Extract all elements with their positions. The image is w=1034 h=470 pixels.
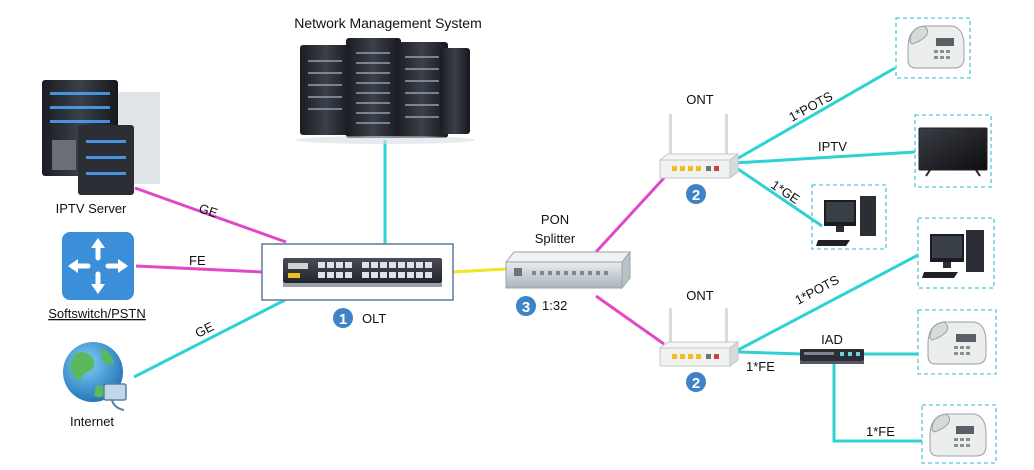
link-ont-top-tv: [734, 150, 916, 165]
ont-bottom-badge: 2: [686, 372, 706, 392]
pc-2-icon: [922, 230, 984, 278]
link-iad-phone-3: [832, 363, 922, 443]
link-softswitch-olt: [135, 264, 263, 274]
link-label-iad-phone-3: 1*FE: [866, 424, 895, 439]
link-iptv-olt: [134, 186, 287, 244]
ont-bottom-badge-number: 2: [692, 375, 700, 392]
phone-2-box: [917, 309, 997, 375]
ont-bottom-label: ONT: [686, 288, 714, 303]
pc-1-icon: [816, 196, 876, 246]
link-ont-top-pc: [734, 165, 823, 228]
tv-icon: [918, 127, 988, 177]
link-label-iptv-olt: GE: [197, 201, 220, 221]
link-label-softswitch-olt: FE: [189, 253, 206, 268]
link-label-ont-top-tv: IPTV: [818, 139, 847, 154]
phone-3-icon: [929, 413, 987, 457]
internet-label: Internet: [70, 414, 114, 429]
link-olt-splitter: [452, 267, 507, 274]
link-ont-bottom-iad: [737, 350, 803, 356]
ont-bottom-router-icon: [658, 308, 740, 367]
olt-badge: 1: [333, 308, 353, 328]
phone-1-box: [895, 17, 971, 79]
softswitch-label: Softswitch/PSTN: [48, 306, 146, 321]
splitter-icon: [504, 250, 632, 290]
link-label-ont-bottom-pc: 1*POTS: [792, 272, 841, 308]
splitter-badge: 3: [516, 296, 536, 316]
splitter-label-line1: PON: [541, 212, 569, 227]
iad-device-icon: [800, 349, 864, 364]
splitter-badge-number: 3: [522, 299, 530, 316]
iptv-server-icon: [42, 80, 160, 195]
link-ont-top-phone: [734, 66, 896, 162]
iad-label: IAD: [821, 332, 843, 347]
iptv-server-label: IPTV Server: [56, 201, 127, 216]
pc-2-box: [917, 217, 995, 289]
link-label-ont-bottom-iad: 1*FE: [746, 359, 775, 374]
ont-top-badge-number: 2: [692, 187, 700, 204]
tv-box: [914, 114, 992, 188]
link-splitter-ont-top: [594, 176, 666, 254]
splitter-ratio: 1:32: [542, 298, 567, 313]
olt-badge-number: 1: [339, 311, 347, 328]
olt-label: OLT: [362, 311, 386, 326]
phone-3-box: [921, 404, 997, 464]
pc-1-box: [811, 184, 887, 250]
link-splitter-ont-bottom: [595, 294, 665, 346]
ont-top-router-icon: [658, 114, 740, 179]
nms-label: Network Management System: [294, 15, 482, 31]
olt-switch-icon: [283, 258, 442, 287]
ont-top-label: ONT: [686, 92, 714, 107]
router-arrows-icon: [62, 232, 134, 300]
splitter-label-line2: Splitter: [535, 231, 576, 246]
nms-server-rack-icon: [295, 38, 475, 144]
phone-2-icon: [927, 321, 987, 365]
globe-icon: [63, 342, 127, 411]
link-internet-olt: [133, 298, 286, 379]
phone-1-icon: [907, 25, 965, 69]
link-ont-bottom-pc: [737, 253, 919, 352]
ont-top-badge: 2: [686, 184, 706, 204]
links: [133, 66, 922, 443]
